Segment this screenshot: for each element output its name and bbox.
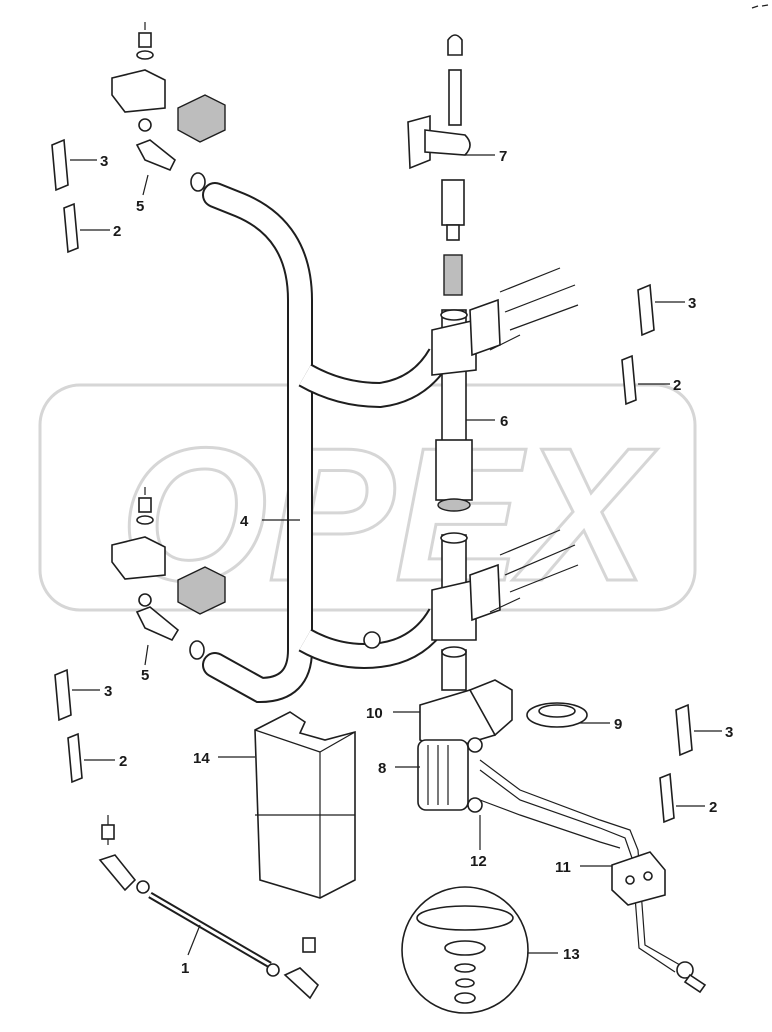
callout-5a: 5: [136, 198, 144, 215]
lower-left-mount: [111, 487, 226, 660]
callout-3d: 3: [725, 724, 733, 741]
callout-1: 1: [181, 960, 189, 977]
seal-kit-part-13: [401, 886, 529, 1014]
callout-5b: 5: [141, 667, 149, 684]
callout-11: 11: [555, 859, 571, 876]
valve-block-part-11: [611, 851, 666, 906]
cover-box-part-14: [254, 711, 356, 899]
callout-2b: 2: [673, 377, 681, 394]
callout-13: 13: [563, 946, 580, 963]
callout-3a: 3: [100, 153, 108, 170]
callout-3b: 3: [688, 295, 696, 312]
leader-lines: [70, 154, 722, 956]
clip-part-2c: [67, 732, 83, 784]
clip-part-3d: [675, 703, 693, 757]
clip-part-2b: [621, 354, 637, 406]
callouts: 3 2 5 7 3 2 6 4 5 3 2 10 9 8 3 2 12 11 1…: [100, 148, 733, 977]
hydraulic-lines: [479, 759, 681, 973]
drain-valve: [676, 961, 707, 994]
top-bracket-part-7: [407, 34, 471, 296]
clip-part-3b: [637, 283, 655, 337]
callout-7: 7: [499, 148, 507, 165]
upper-crossover-tube: [298, 348, 452, 409]
callout-3c: 3: [104, 683, 112, 700]
upper-left-mount: [111, 22, 226, 192]
rod-assembly-part-1: [98, 815, 320, 1000]
callout-6: 6: [500, 413, 508, 430]
callout-2a: 2: [113, 223, 121, 240]
callout-2d: 2: [709, 799, 717, 816]
callout-9: 9: [614, 716, 622, 733]
callout-2c: 2: [119, 753, 127, 770]
callout-14: 14: [193, 750, 210, 767]
upper-clamp: [469, 267, 579, 357]
seal-ring-part-9: [526, 702, 588, 728]
lower-crossover-tube: [298, 608, 452, 669]
clip-part-3c: [54, 668, 72, 722]
callout-4: 4: [240, 513, 249, 530]
lower-clamp: [469, 529, 579, 622]
callout-12: 12: [470, 853, 487, 870]
callout-8: 8: [378, 760, 386, 777]
pump-motor-part-8: [417, 646, 513, 813]
callout-10: 10: [366, 705, 383, 722]
tube-part-4: [202, 182, 313, 704]
corner-mark: [751, 4, 769, 9]
clip-part-2d: [659, 772, 675, 824]
clip-part-2a: [63, 202, 79, 254]
column-part-6: [431, 309, 477, 641]
clip-part-3a: [51, 138, 69, 192]
